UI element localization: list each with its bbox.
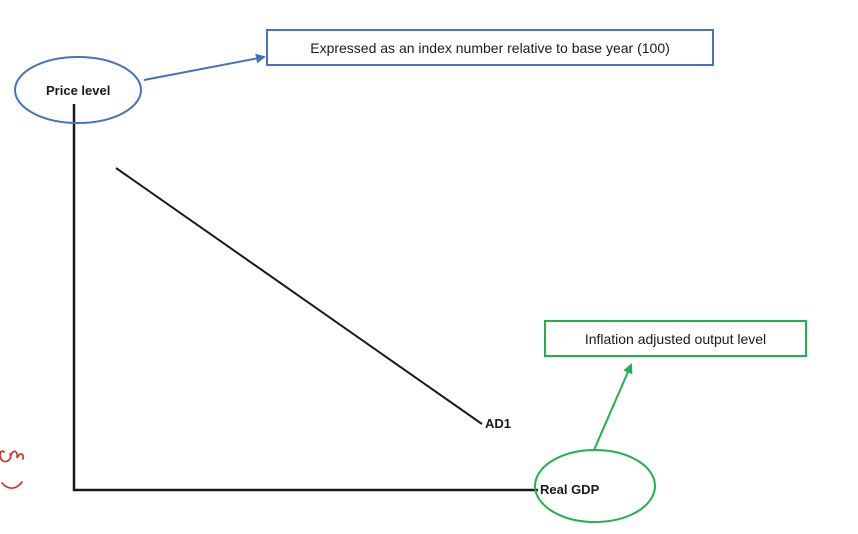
price-level-ellipse <box>14 56 142 124</box>
gdp-note-text: Inflation adjusted output level <box>584 330 767 347</box>
gdp-note-box: Inflation adjusted output level <box>544 320 807 357</box>
x-axis-label: Real GDP <box>540 482 600 497</box>
y-axis-label: Price level <box>46 83 111 98</box>
price-note-box: Expressed as an index number relative to… <box>266 29 714 66</box>
ad1-curve-label: AD1 <box>485 416 512 431</box>
gdp-note-arrow <box>593 363 633 451</box>
price-note-text: Expressed as an index number relative to… <box>310 39 670 56</box>
price-note-arrow <box>143 53 266 81</box>
handwritten-watermark <box>0 450 24 489</box>
ad1-curve <box>115 167 483 425</box>
